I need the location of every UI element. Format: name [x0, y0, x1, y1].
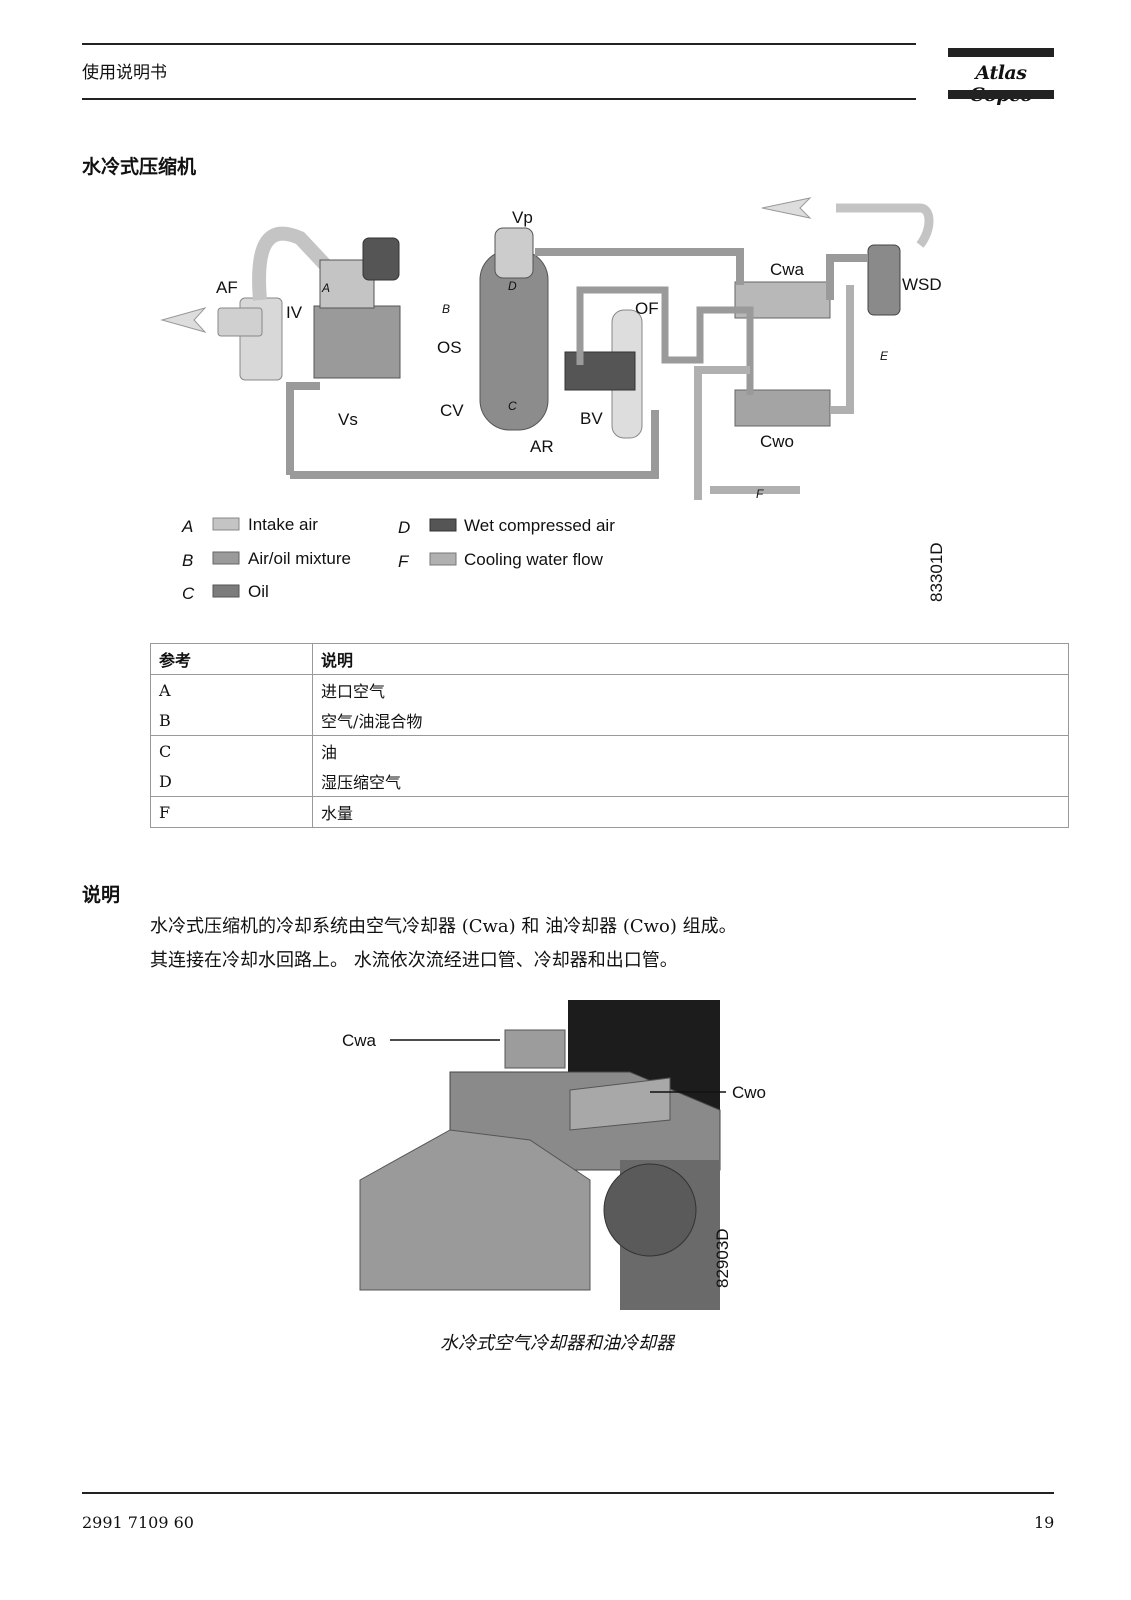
legend-text-f: Cooling water flow: [464, 550, 604, 569]
table-row: F 水量: [150, 796, 1069, 828]
legend-swatch-d: [429, 518, 457, 532]
label-os: OS: [437, 338, 462, 357]
photo-label-cwa: Cwa: [342, 1031, 377, 1050]
legend-text-b: Air/oil mixture: [248, 549, 351, 568]
footer-doc-number: 2991 7109 60: [82, 1513, 194, 1532]
intake-pipe: [252, 226, 336, 301]
figure-id-82903d: 82903D: [713, 1228, 732, 1288]
oil-cooler: [734, 389, 831, 427]
label-cwa: Cwa: [770, 260, 805, 279]
logo-bottom-bar: [948, 90, 1054, 99]
label-vp: Vp: [512, 208, 533, 227]
table-row: A 进口空气: [150, 674, 1069, 705]
legend-text-a: Intake air: [248, 515, 318, 534]
photo-label-cwo: Cwo: [732, 1083, 766, 1102]
label-ar: AR: [530, 437, 554, 456]
table-cell-desc: 空气/油混合物: [312, 705, 1069, 736]
table-cell-ref: D: [150, 766, 313, 797]
oil-cooler-pipe: [576, 286, 754, 395]
label-cv: CV: [440, 401, 464, 420]
logo-text: Atlas Copco: [970, 62, 1033, 106]
label-cwo: Cwo: [760, 432, 794, 451]
motor: [603, 1163, 697, 1257]
legend-key-a: A: [181, 517, 193, 536]
label-vs: Vs: [338, 410, 358, 429]
label-d-small: D: [508, 279, 517, 293]
legend-key-b: B: [182, 551, 193, 570]
legend-key-d: D: [398, 518, 410, 537]
table-header-ref: 参考: [150, 643, 313, 675]
label-a-small: A: [321, 281, 330, 295]
table-cell-desc: 水量: [312, 796, 1069, 828]
table-cell-desc: 湿压缩空气: [312, 766, 1069, 797]
outlet-arrow: [761, 197, 812, 219]
table-cell-desc: 进口空气: [312, 674, 1069, 705]
legend-swatch-a: [212, 517, 240, 531]
table-cell-ref: A: [150, 674, 313, 705]
oil-bottom-pipe: [290, 410, 659, 479]
legend-swatch-f: [429, 552, 457, 566]
header-top-rule: [82, 43, 916, 45]
cooling-system-schematic: Vp AF IV A B D C E F OS Vs CV AR BV OF C…: [160, 197, 946, 603]
legend-swatch-b: [212, 551, 240, 565]
section-title-water-cooled: 水冷式压缩机: [82, 156, 197, 178]
table-header-desc: 说明: [312, 643, 1069, 675]
description-paragraph-2: 其连接在冷却水回路上。 水流依次流经进口管、冷却器和出口管。: [150, 950, 678, 971]
label-of: OF: [635, 299, 659, 318]
cooler-illustration: Cwa Cwo 82903D: [342, 1000, 766, 1310]
compressed-air-pipe: [535, 248, 744, 285]
label-c-small: C: [508, 399, 517, 413]
figure-id-83301d: 83301D: [927, 542, 946, 602]
figure-caption: 水冷式空气冷却器和油冷却器: [440, 1333, 674, 1354]
section-title-description: 说明: [82, 884, 121, 906]
description-paragraph-1: 水冷式压缩机的冷却系统由空气冷却器 (Cwa) 和 油冷却器 (Cwo) 组成。: [150, 916, 737, 937]
table-cell-ref: B: [150, 705, 313, 736]
table-header-row: 参考 说明: [150, 643, 1069, 675]
legend-key-c: C: [182, 584, 195, 603]
label-bv: BV: [580, 409, 603, 428]
air-filter-inlet: [217, 307, 263, 337]
bypass-valve: [564, 351, 636, 391]
header-title: 使用说明书: [82, 63, 167, 83]
label-b-small: B: [442, 302, 450, 316]
compressor-element: [313, 305, 401, 379]
label-af: AF: [216, 278, 238, 297]
legend-text-c: Oil: [248, 582, 269, 601]
footer-page-number: 19: [1034, 1513, 1055, 1532]
base-plate: [359, 1129, 591, 1291]
solenoid-valve: [362, 237, 400, 281]
table-row: C 油: [150, 735, 1069, 766]
header-bottom-rule: [82, 98, 916, 100]
oil-cooler-unit: [569, 1077, 671, 1131]
label-wsd: WSD: [902, 275, 942, 294]
table-cell-ref: C: [150, 735, 313, 766]
table-cell-desc: 油: [312, 735, 1069, 766]
table-row: B 空气/油混合物: [150, 705, 1069, 736]
min-pressure-valve: [494, 227, 534, 279]
legend: A Intake air B Air/oil mixture C Oil D W…: [181, 515, 615, 603]
intake-arrow: [160, 307, 207, 333]
label-iv: IV: [286, 303, 303, 322]
air-cooler-outlet-pipe: [826, 254, 868, 300]
air-cooler-unit: [504, 1029, 566, 1069]
water-pipe-inlet: [694, 366, 750, 500]
reference-table: 参考 说明 A 进口空气 B 空气/油混合物 C 油 D 湿压缩空气 F 水量: [150, 643, 1069, 828]
water-separator: [867, 244, 901, 316]
legend-key-f: F: [398, 552, 410, 571]
table-cell-ref: F: [150, 796, 313, 828]
table-row: D 湿压缩空气: [150, 766, 1069, 797]
legend-swatch-c: [212, 584, 240, 598]
legend-text-d: Wet compressed air: [464, 516, 615, 535]
label-e-small: E: [880, 349, 889, 363]
footer-rule: [82, 1492, 1054, 1494]
water-pipe-between: [830, 285, 854, 414]
oil-return-pipe: [286, 382, 320, 475]
label-f-small: F: [756, 487, 764, 501]
logo-top-bar: [948, 48, 1054, 57]
outlet-pipe: [836, 203, 934, 248]
